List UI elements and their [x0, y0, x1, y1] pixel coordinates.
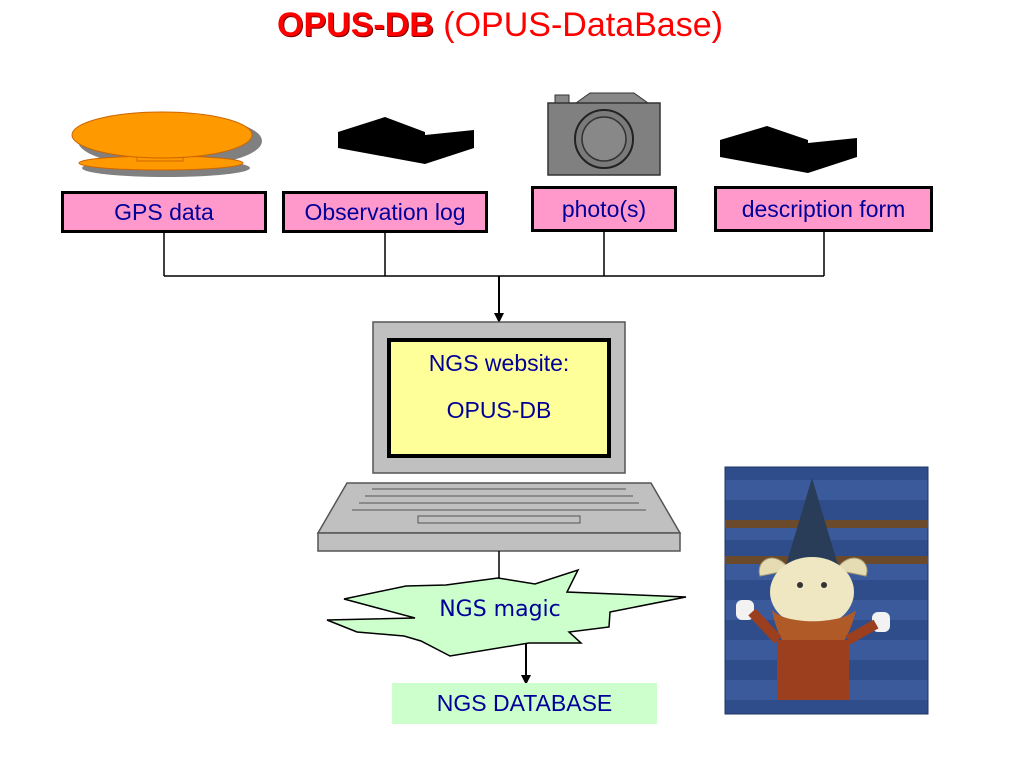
title-bold: OPUS-DB	[277, 6, 434, 44]
page-title: OPUS-DB (OPUS-DataBase)	[0, 6, 1000, 45]
input-photos-label: photo(s)	[561, 196, 647, 222]
output-database: NGS DATABASE	[392, 683, 657, 724]
screen-line-website: NGS website:	[428, 350, 570, 376]
gnome-photo	[724, 466, 929, 715]
input-description-form: description form	[714, 186, 933, 232]
process-burst-shape	[326, 568, 687, 657]
input-description-form-label: description form	[741, 196, 906, 222]
process-label: NGS magic	[439, 597, 561, 622]
description-form-document-icon	[720, 126, 857, 173]
camera-icon	[547, 92, 661, 176]
observation-log-document-icon	[338, 117, 474, 164]
input-observation-log: Observation log	[282, 191, 488, 233]
connector-lines	[163, 232, 825, 277]
output-database-label: NGS DATABASE	[436, 690, 613, 716]
gps-receiver-icon	[71, 111, 262, 177]
input-gps-data-label: GPS data	[114, 199, 214, 225]
input-photos: photo(s)	[531, 186, 677, 232]
title-subtitle: (OPUS-DataBase)	[433, 6, 723, 44]
screen-line-opus-db: OPUS-DB	[446, 397, 552, 423]
input-observation-log-label: Observation log	[304, 199, 466, 225]
laptop-screen: NGS website: OPUS-DB	[387, 338, 611, 458]
input-gps-data: GPS data	[61, 191, 267, 233]
